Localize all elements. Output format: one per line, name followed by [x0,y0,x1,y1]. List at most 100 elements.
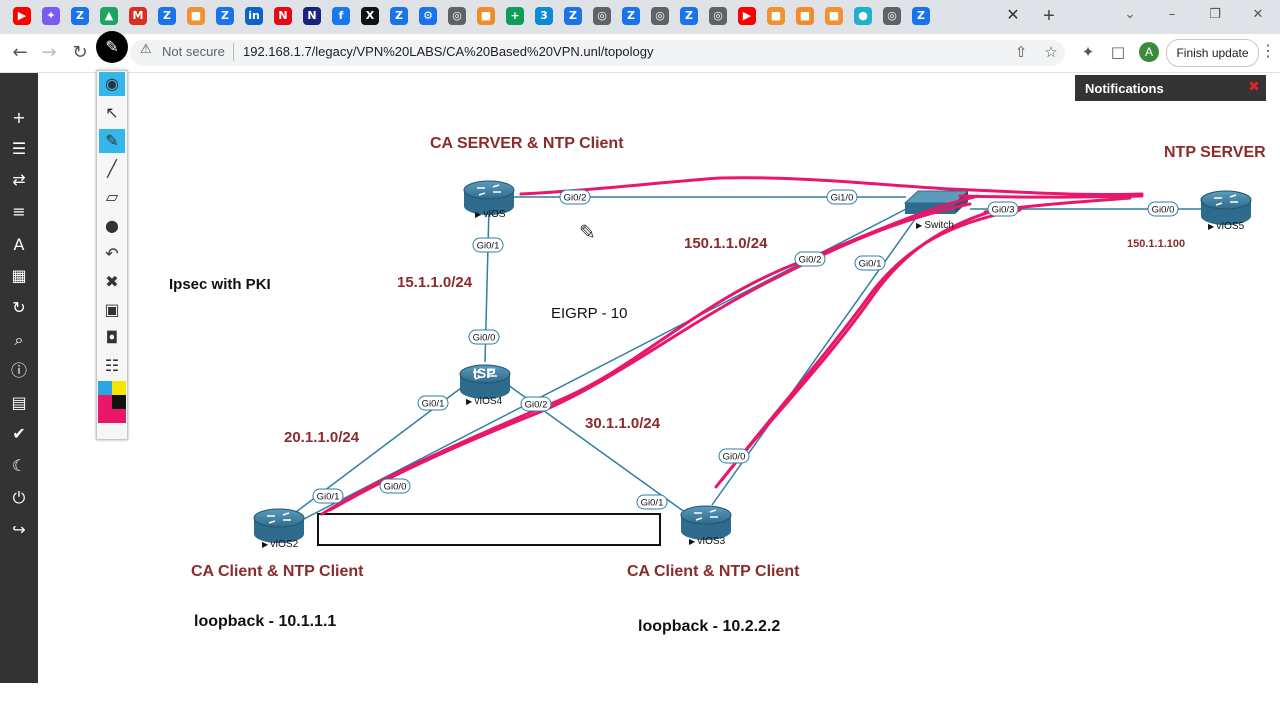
youtube-icon[interactable]: ▶ [13,7,31,25]
maximize-button[interactable]: ❐ [1209,7,1221,22]
chrome-icon[interactable]: ◎ [593,7,611,25]
zoho-icon[interactable]: Z [158,7,176,25]
share-icon[interactable]: ⇧ [1014,43,1028,61]
vios5-role-label: NTP SERVER [1164,144,1266,161]
pen-icon[interactable]: ╱ [107,159,117,178]
extensions-icon[interactable]: ✦ [1081,43,1095,61]
url-field[interactable] [130,40,1065,66]
power-icon[interactable]: ⏻ [12,488,26,507]
netflix-icon[interactable]: N [274,7,292,25]
linkedin-icon[interactable]: in [245,7,263,25]
ink-strokes [320,176,1144,516]
grid-icon[interactable]: ▦ [11,266,27,285]
zoom-icon[interactable]: ⌕ [14,330,24,349]
dark-mode-icon[interactable]: ☾ [11,456,27,475]
warning-icon[interactable]: ⚠ [140,42,152,57]
add-icon[interactable]: + [12,108,26,127]
facebook-icon[interactable]: f [332,7,350,25]
minimize-button[interactable]: – [1168,7,1176,22]
draw-extension-logo-icon[interactable]: ✎ [96,31,128,63]
logout-icon[interactable]: ↪ [12,520,26,539]
chrome-icon[interactable]: ◎ [448,7,466,25]
vios-host-label[interactable]: vIOS [475,209,505,220]
chrome-icon[interactable]: ◎ [651,7,669,25]
security-label[interactable]: Not secure [162,44,225,59]
router-vios2[interactable] [253,508,305,543]
chrome-icon[interactable]: ◎ [709,7,727,25]
chrome-icon[interactable]: ◎ [883,7,901,25]
reload-button[interactable]: ↻ [72,42,88,63]
highlighter-icon[interactable]: ✎ [99,129,125,153]
palette-swatch[interactable] [98,395,112,409]
x-icon[interactable]: X [361,7,379,25]
palette-swatch[interactable] [98,409,112,423]
trash-icon[interactable]: ✖ [105,272,119,291]
palette-swatch[interactable] [112,409,126,423]
profile-avatar[interactable]: A [1139,42,1159,62]
undo-icon[interactable]: ↶ [105,244,119,263]
router-vios5[interactable] [1200,190,1252,225]
zoho-icon[interactable]: Z [680,7,698,25]
vios3-host-label[interactable]: vIOS3 [689,536,725,547]
isp-host-label[interactable]: vIOS4 [466,396,502,407]
tab-search-icon[interactable]: ⌄ [1124,7,1136,22]
router-isp[interactable] [459,364,511,399]
zoho-icon[interactable]: Z [912,7,930,25]
tab-close-icon[interactable]: ✕ [1006,7,1020,24]
browser-menu-icon[interactable]: ⋮ [1260,43,1276,60]
clipboard-icon[interactable]: ☷ [104,356,120,375]
router-vios3[interactable] [680,505,732,540]
eye-icon[interactable]: ◉ [99,72,125,96]
n-app-icon[interactable]: N [303,7,321,25]
router-top [459,364,511,384]
orange-tab-icon[interactable]: ■ [796,7,814,25]
camera-icon[interactable]: ◘ [105,328,119,347]
text-icon[interactable]: A [13,235,25,254]
notifications-close-icon[interactable]: ✖ [1248,79,1260,95]
palette-swatch[interactable] [98,381,112,395]
youtube-icon[interactable]: ▶ [738,7,756,25]
notes-icon[interactable]: ▤ [11,393,27,412]
gmail-icon[interactable]: M [129,7,147,25]
window-close-button[interactable]: ✕ [1252,7,1264,22]
bookmark-star-icon[interactable]: ☆ [1044,43,1058,61]
zoho-icon[interactable]: Z [390,7,408,25]
orange-tab-icon[interactable]: ■ [767,7,785,25]
forward-button[interactable]: → [41,42,57,63]
info-icon[interactable]: ⓘ [10,361,27,380]
status-icon[interactable]: ✔ [12,424,26,443]
gear-icon[interactable]: ⚙ [419,7,437,25]
zoho-icon[interactable]: Z [71,7,89,25]
nodes-icon[interactable]: ☰ [11,139,27,158]
new-tab-button[interactable]: + [1043,5,1055,27]
refresh-icon[interactable]: ↻ [12,298,26,317]
switch-host-label[interactable]: Switch [916,220,953,231]
finish-update-button[interactable]: Finish update [1166,39,1259,67]
vios5-ip-label: 150.1.1.100 [1127,238,1186,250]
connections-icon[interactable]: ⇄ [12,170,26,189]
orange-tab-icon[interactable]: ■ [477,7,495,25]
gemini-icon[interactable]: ✦ [42,7,60,25]
dot-icon[interactable]: ● [105,216,119,235]
headset-icon[interactable]: ● [854,7,872,25]
zoho-icon[interactable]: Z [622,7,640,25]
board-icon[interactable]: ▣ [104,300,120,319]
eraser-icon[interactable]: ▱ [105,187,119,206]
side-panel-icon[interactable]: □ [1110,43,1126,61]
sheets-icon[interactable]: + [506,7,524,25]
palette-swatch[interactable] [112,381,126,395]
list-icon[interactable]: ≡ [12,202,26,221]
orange-tab-icon[interactable]: ■ [187,7,205,25]
drive-icon[interactable]: ▲ [100,7,118,25]
vios2-host-label[interactable]: vIOS2 [262,539,298,550]
three-icon[interactable]: 3 [535,7,553,25]
zoho-icon[interactable]: Z [564,7,582,25]
back-button[interactable]: ← [12,42,28,63]
palette-swatch[interactable] [112,395,126,409]
vios5-host-label[interactable]: vIOS5 [1208,221,1244,232]
url-text[interactable]: 192.168.1.7/legacy/VPN%20LABS/CA%20Based… [243,44,654,59]
pointer-icon[interactable]: ↖ [105,103,119,122]
orange-tab-icon[interactable]: ■ [825,7,843,25]
topology-canvas[interactable] [38,73,1280,683]
zoho-icon[interactable]: Z [216,7,234,25]
